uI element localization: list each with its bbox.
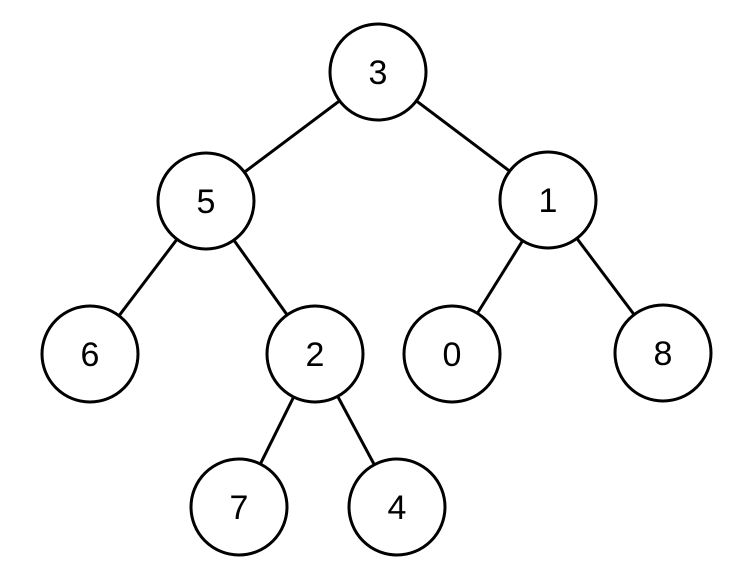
tree-node-circle-1 <box>498 150 598 250</box>
tree-node-value-7: 7 <box>230 489 249 527</box>
tree-node-value-3: 3 <box>369 54 388 92</box>
tree-node-2: 2 <box>265 304 365 404</box>
tree-node-value-5: 5 <box>197 183 216 221</box>
tree-node-circle-2 <box>265 304 365 404</box>
tree-node-0: 0 <box>402 304 502 404</box>
tree-node-circle-5 <box>156 151 256 251</box>
tree-node-circle-3 <box>328 22 428 122</box>
tree-node-circle-0 <box>402 304 502 404</box>
tree-node-value-6: 6 <box>81 336 100 374</box>
tree-node-circle-7 <box>189 457 289 557</box>
tree-node-8: 8 <box>613 303 713 403</box>
tree-node-value-1: 1 <box>539 182 558 220</box>
tree-node-1: 1 <box>498 150 598 250</box>
tree-node-value-0: 0 <box>443 336 462 374</box>
tree-node-4: 4 <box>347 457 447 557</box>
tree-node-6: 6 <box>40 304 140 404</box>
tree-node-circle-8 <box>613 303 713 403</box>
tree-node-circle-6 <box>40 304 140 404</box>
tree-node-5: 5 <box>156 151 256 251</box>
tree-node-circle-4 <box>347 457 447 557</box>
tree-node-7: 7 <box>189 457 289 557</box>
tree-node-value-4: 4 <box>388 489 407 527</box>
tree-node-value-8: 8 <box>654 335 673 373</box>
tree-node-3: 3 <box>328 22 428 122</box>
tree-node-value-2: 2 <box>306 336 325 374</box>
